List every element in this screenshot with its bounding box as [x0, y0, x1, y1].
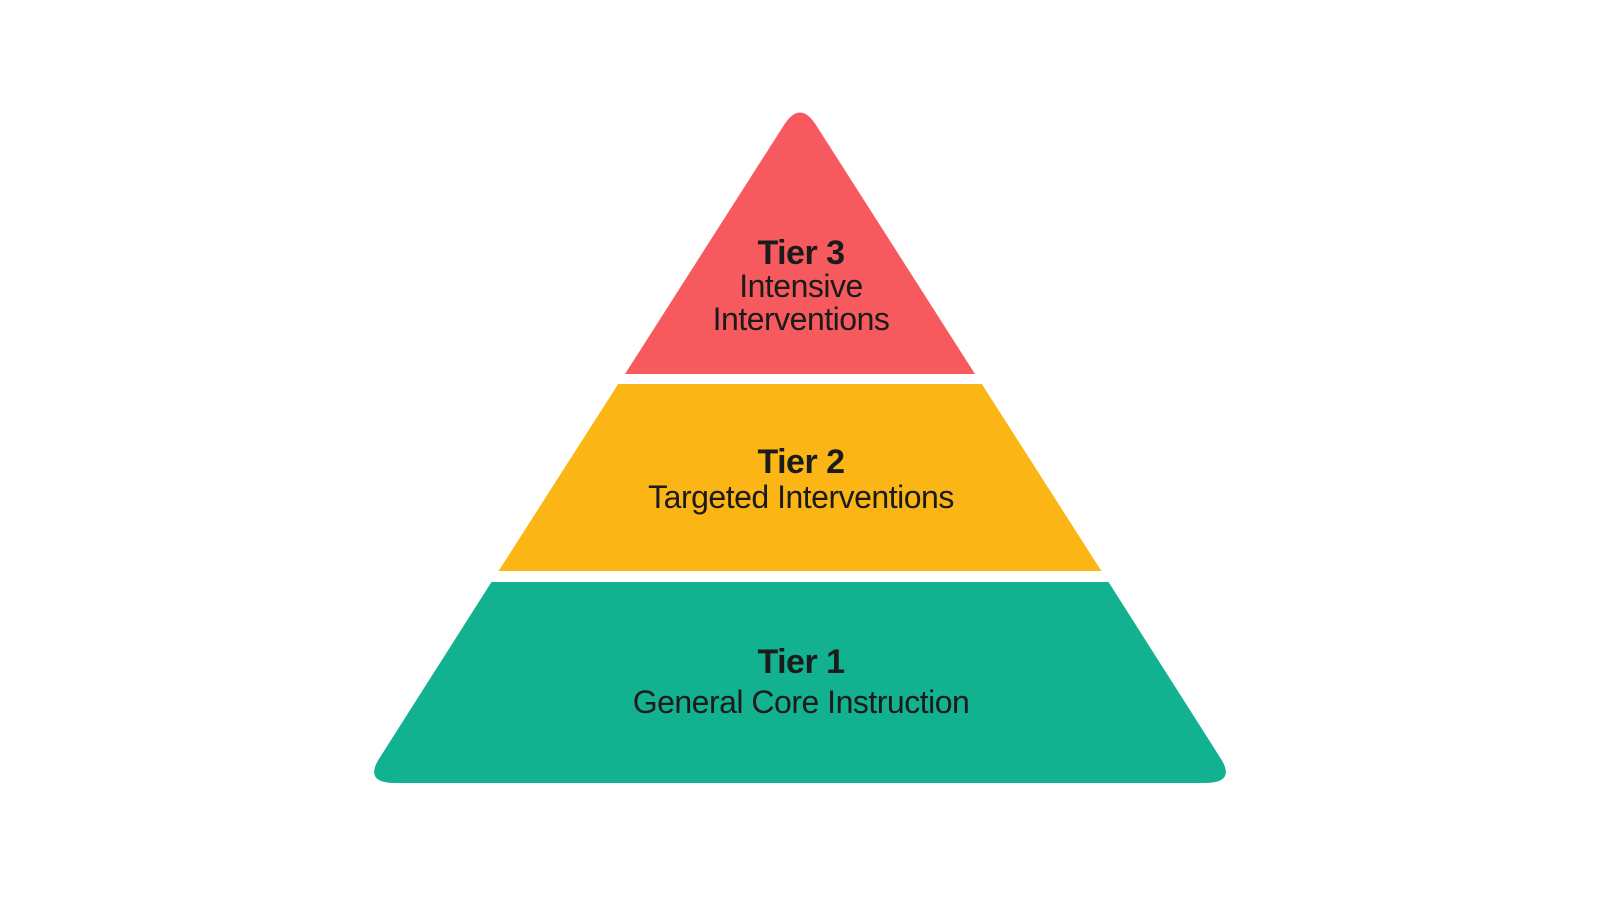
tier-2-shape [498, 384, 1102, 571]
tier-3-shape [625, 112, 975, 374]
tier-3-description-line-1: Intensive [739, 268, 863, 304]
tier-2-description-line-1: Targeted Interventions [648, 479, 954, 515]
tier-2-rank-label: Tier 2 [757, 443, 844, 481]
tier-3-description-line-2: Interventions [713, 301, 890, 337]
tier-1-description-line-1: General Core Instruction [633, 684, 970, 720]
tier-3-rank-label: Tier 3 [757, 234, 844, 272]
tier-1-rank-label: Tier 1 [757, 643, 844, 681]
tier-1-shape [374, 582, 1226, 783]
